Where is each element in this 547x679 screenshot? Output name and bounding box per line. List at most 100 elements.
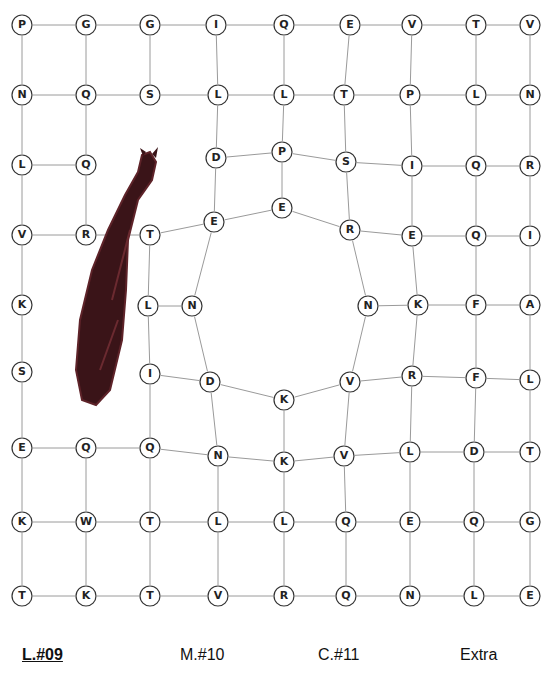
grid-line bbox=[159, 306, 181, 307]
letter: E bbox=[401, 225, 423, 247]
grid-line bbox=[346, 533, 347, 585]
letter-circle: W bbox=[75, 511, 97, 533]
letter: T bbox=[519, 441, 541, 463]
letter: Q bbox=[463, 511, 485, 533]
letter-circle: V bbox=[333, 445, 355, 467]
letter-circle: I bbox=[401, 155, 423, 177]
letter: R bbox=[75, 224, 97, 246]
grid-line bbox=[221, 385, 274, 398]
letter: G bbox=[139, 14, 161, 36]
letter: K bbox=[273, 451, 295, 473]
grid-line bbox=[423, 166, 465, 167]
letter-circle: V bbox=[11, 224, 33, 246]
grid-line bbox=[295, 25, 339, 26]
grid-line bbox=[429, 305, 465, 306]
letter-circle: D bbox=[199, 371, 221, 393]
grid-line bbox=[229, 95, 273, 96]
grid-line bbox=[216, 36, 217, 84]
letter-circle: L bbox=[273, 84, 295, 106]
level-label: Extra bbox=[460, 646, 497, 664]
letter: K bbox=[273, 389, 295, 411]
letter-circle: R bbox=[519, 155, 541, 177]
grid-line bbox=[530, 36, 531, 84]
letter-circle: G bbox=[139, 14, 161, 36]
letter: P bbox=[271, 141, 293, 163]
letter: G bbox=[519, 511, 541, 533]
letter: I bbox=[205, 14, 227, 36]
grid-line bbox=[33, 25, 75, 26]
letter: F bbox=[465, 294, 487, 316]
grid-line bbox=[282, 163, 283, 197]
grid-line bbox=[530, 247, 531, 294]
grid-line bbox=[150, 385, 151, 437]
letter-circle: K bbox=[75, 585, 97, 607]
grid-line bbox=[295, 457, 333, 461]
letter-circle: N bbox=[399, 585, 421, 607]
grid-line bbox=[150, 533, 151, 585]
grid-line bbox=[22, 36, 23, 84]
letter: D bbox=[205, 147, 227, 169]
letter: L bbox=[465, 84, 487, 106]
grid-line bbox=[97, 448, 139, 449]
grid-line bbox=[421, 95, 465, 96]
letter: V bbox=[339, 371, 361, 393]
grid-line bbox=[161, 522, 207, 523]
letter: D bbox=[463, 441, 485, 463]
letter-circle: V bbox=[401, 14, 423, 36]
letter-circle: G bbox=[519, 511, 541, 533]
grid-line bbox=[86, 533, 87, 585]
grid-line bbox=[410, 106, 411, 155]
grid-line bbox=[476, 36, 477, 84]
letter: Q bbox=[465, 155, 487, 177]
letter: E bbox=[339, 14, 361, 36]
grid-line bbox=[357, 163, 401, 166]
grid-line bbox=[485, 596, 519, 597]
letter-circle: R bbox=[273, 585, 295, 607]
grid-line bbox=[284, 533, 285, 585]
grid-line bbox=[211, 393, 217, 445]
grid-line bbox=[86, 176, 87, 224]
letter-circle: L bbox=[519, 369, 541, 391]
letter: V bbox=[401, 14, 423, 36]
letter: E bbox=[271, 197, 293, 219]
grid-line bbox=[33, 235, 75, 236]
grid-line bbox=[361, 377, 401, 381]
letter-circle: L bbox=[207, 84, 229, 106]
letter-circle: Q bbox=[465, 225, 487, 247]
grid-line bbox=[229, 457, 273, 461]
grid-line bbox=[530, 316, 531, 369]
grid-line bbox=[148, 246, 149, 295]
grid-line bbox=[33, 522, 75, 523]
letter: P bbox=[399, 84, 421, 106]
grid-line bbox=[22, 106, 23, 154]
letter-circle: T bbox=[139, 224, 161, 246]
letter: Q bbox=[139, 437, 161, 459]
grid-line bbox=[195, 317, 208, 372]
grid-line bbox=[22, 176, 23, 224]
grid-line bbox=[284, 411, 285, 451]
letter-circle: I bbox=[205, 14, 227, 36]
letter: R bbox=[273, 585, 295, 607]
grid-line bbox=[150, 36, 151, 84]
letter-circle: T bbox=[465, 14, 487, 36]
letter: K bbox=[407, 294, 429, 316]
letter: E bbox=[11, 437, 33, 459]
letter-circle: Q bbox=[75, 154, 97, 176]
letter: T bbox=[11, 585, 33, 607]
letter: N bbox=[207, 445, 229, 467]
grid-line bbox=[410, 463, 411, 511]
letter-circle: E bbox=[519, 585, 541, 607]
letter-circle: K bbox=[273, 389, 295, 411]
grid-line bbox=[161, 596, 207, 597]
cat-shading bbox=[100, 230, 130, 370]
grid-line bbox=[22, 246, 23, 294]
letter: T bbox=[139, 511, 161, 533]
grid-line bbox=[295, 95, 333, 96]
grid-line bbox=[295, 522, 335, 523]
grid-line bbox=[284, 36, 285, 84]
grid-line bbox=[293, 154, 335, 161]
letter: L bbox=[273, 84, 295, 106]
grid-line bbox=[530, 106, 531, 155]
letter: A bbox=[519, 294, 541, 316]
letter-circle: Q bbox=[465, 155, 487, 177]
